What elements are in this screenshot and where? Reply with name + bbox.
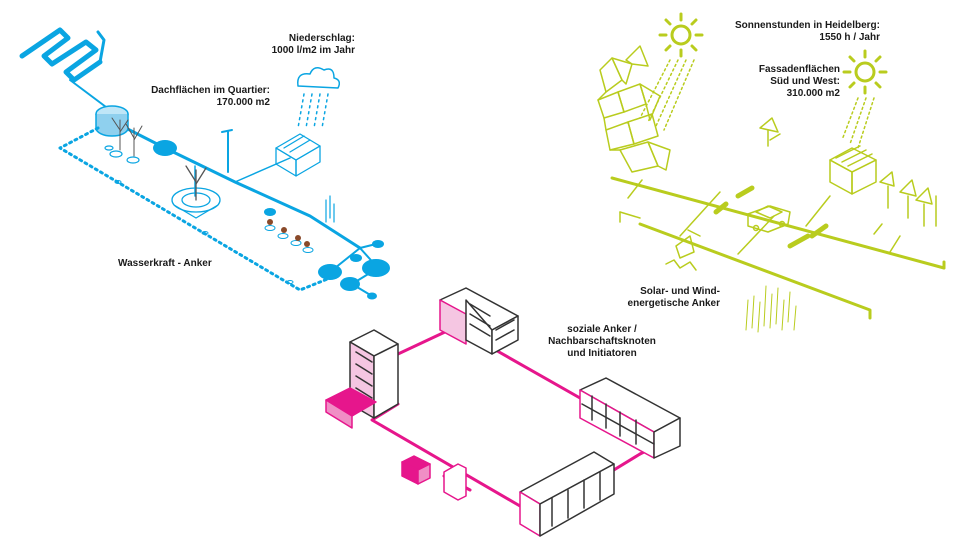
pipe-coil-icon bbox=[19, 27, 106, 83]
tank-icon bbox=[95, 105, 129, 137]
shelf-building-icon bbox=[519, 451, 615, 537]
tree-icon bbox=[111, 117, 143, 157]
solar-panel-cluster-icon bbox=[597, 45, 671, 173]
fountain bbox=[171, 165, 221, 219]
house-icon bbox=[275, 133, 321, 177]
water-node-icon bbox=[153, 140, 177, 156]
social-system bbox=[325, 287, 681, 537]
sonnenstunden-label: Sonnenstunden in Heidelberg: 1550 h / Ja… bbox=[734, 20, 880, 43]
car-icon bbox=[747, 205, 791, 233]
solar-wind-system bbox=[597, 12, 946, 333]
sun-icon bbox=[842, 49, 888, 95]
rain-cloud-icon bbox=[297, 67, 341, 129]
water-perimeter bbox=[58, 126, 337, 292]
soziale-label: soziale Anker / Nachbarschaftsknoten und… bbox=[548, 324, 656, 359]
solar-main-line bbox=[610, 176, 946, 320]
bush-icon bbox=[264, 225, 314, 253]
fassadenflaechen-label: Fassadenflächen Süd und West: 310.000 m2 bbox=[758, 64, 840, 99]
shelf-building-icon bbox=[439, 287, 519, 355]
shelf-building-icon bbox=[579, 377, 681, 459]
bench-icon bbox=[401, 455, 467, 501]
plants-icon bbox=[745, 285, 797, 333]
dachflaechen-label: Dachflächen im Quartier: 170.000 m2 bbox=[151, 85, 270, 108]
sun-icon bbox=[658, 12, 704, 58]
water-system bbox=[19, 27, 390, 300]
solar-wind-label: Solar- und Wind- energetische Anker bbox=[627, 286, 720, 309]
water-main-pipe bbox=[108, 118, 362, 250]
shelf-building-icon bbox=[325, 329, 399, 429]
water-node-cluster bbox=[318, 240, 390, 300]
wind-turbine-icon bbox=[759, 117, 781, 147]
solar-pv-icon bbox=[665, 235, 697, 271]
wind-turbine-icon bbox=[879, 171, 937, 227]
house-icon bbox=[829, 145, 877, 195]
wasserkraft-label: Wasserkraft - Anker bbox=[118, 258, 212, 269]
niederschlag-label: Niederschlag: 1000 l/m2 im Jahr bbox=[271, 33, 355, 56]
